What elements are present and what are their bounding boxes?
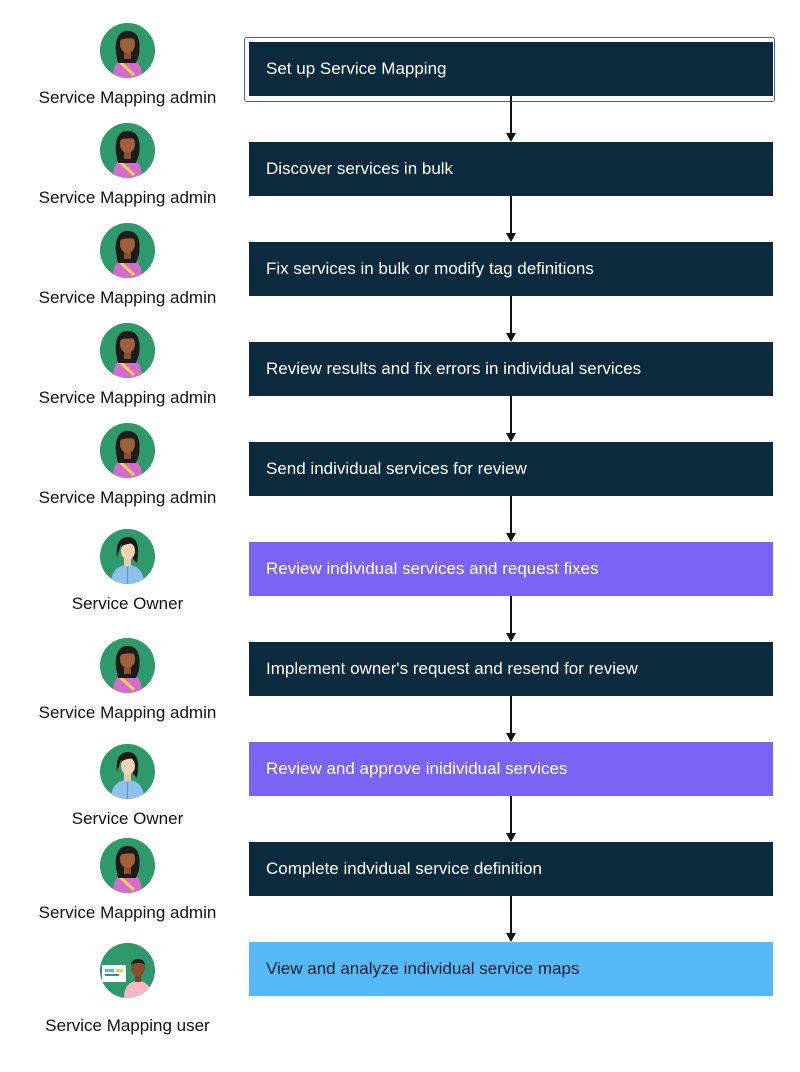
role-label: Service Mapping admin <box>38 388 217 407</box>
flow-arrow <box>505 796 517 842</box>
admin-avatar <box>100 123 155 178</box>
admin-avatar <box>100 638 155 693</box>
admin-avatar <box>100 323 155 378</box>
admin-avatar <box>100 838 155 893</box>
role-label: Service Owner <box>71 594 184 613</box>
step-complete-definition[interactable]: Complete indvidual service definition <box>249 842 773 896</box>
role-label: Service Mapping admin <box>38 703 217 722</box>
flow-arrow <box>505 196 517 242</box>
admin-illustration <box>100 323 155 378</box>
role-label: Service Owner <box>71 809 184 828</box>
admin-illustration <box>100 838 155 893</box>
owner-illustration <box>100 744 155 799</box>
step-discover-services[interactable]: Discover services in bulk <box>249 142 773 196</box>
role-label: Service Mapping admin <box>38 88 217 107</box>
admin-illustration <box>100 638 155 693</box>
admin-avatar <box>100 23 155 78</box>
role-label: Service Mapping admin <box>38 288 217 307</box>
step-review-and-request-fixes[interactable]: Review individual services and request f… <box>249 542 773 596</box>
flow-arrow <box>505 96 517 142</box>
user-illustration <box>100 943 155 998</box>
role-label: Service Mapping admin <box>38 903 217 922</box>
role-label: Service Mapping user <box>45 1016 210 1035</box>
flow-arrow <box>505 696 517 742</box>
admin-illustration <box>100 423 155 478</box>
step-view-and-analyze[interactable]: View and analyze individual service maps <box>249 942 773 996</box>
flow-arrow <box>505 496 517 542</box>
role-label: Service Mapping admin <box>38 488 217 507</box>
owner-avatar <box>100 744 155 799</box>
step-review-results[interactable]: Review results and fix errors in individ… <box>249 342 773 396</box>
user-avatar <box>100 943 155 998</box>
selection-outline <box>244 37 775 102</box>
step-implement-request[interactable]: Implement owner's request and resend for… <box>249 642 773 696</box>
step-send-for-review[interactable]: Send individual services for review <box>249 442 773 496</box>
step-fix-services-in-bulk[interactable]: Fix services in bulk or modify tag defin… <box>249 242 773 296</box>
admin-illustration <box>100 123 155 178</box>
admin-avatar <box>100 223 155 278</box>
flow-arrow <box>505 596 517 642</box>
flow-arrow <box>505 396 517 442</box>
flow-arrow <box>505 896 517 942</box>
flow-arrow <box>505 296 517 342</box>
role-label: Service Mapping admin <box>38 188 217 207</box>
admin-illustration <box>100 23 155 78</box>
step-review-and-approve[interactable]: Review and approve inidividual services <box>249 742 773 796</box>
admin-illustration <box>100 223 155 278</box>
admin-avatar <box>100 423 155 478</box>
owner-avatar <box>100 529 155 584</box>
owner-illustration <box>100 529 155 584</box>
step-set-up-service-mapping[interactable]: Set up Service Mapping <box>249 42 773 96</box>
